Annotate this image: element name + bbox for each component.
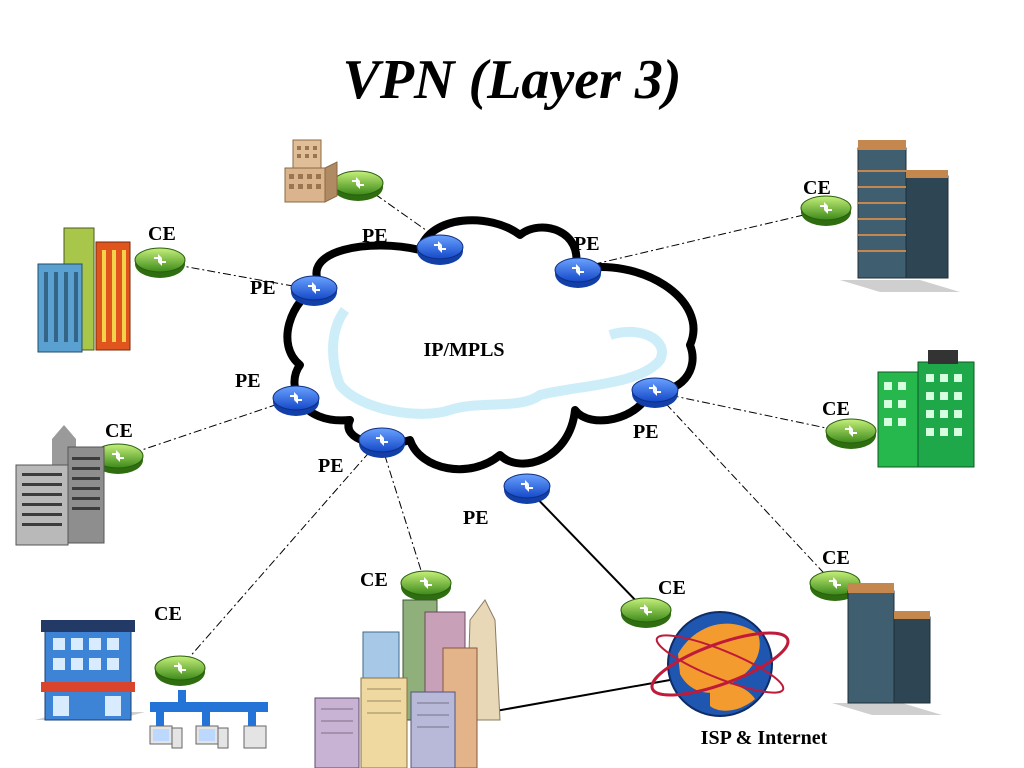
ce-label: CE xyxy=(154,603,182,625)
building-icon xyxy=(37,227,131,353)
building-icon xyxy=(284,139,338,203)
link-pe-right-ce-bottomright xyxy=(654,391,836,586)
ce-router-icon[interactable] xyxy=(332,170,384,201)
ce-router-icon[interactable] xyxy=(154,655,206,686)
pe-label: PE xyxy=(250,277,276,299)
ce-label: CE xyxy=(822,398,850,420)
pe-router-icon[interactable] xyxy=(554,257,602,288)
ce-label: CE xyxy=(822,547,850,569)
building-icon xyxy=(832,583,942,715)
ce-label: CE xyxy=(105,420,133,442)
ce-router-icon[interactable] xyxy=(400,570,452,601)
isp-label: ISP & Internet xyxy=(701,727,828,749)
pe-label: PE xyxy=(362,225,388,247)
pe-router-icon[interactable] xyxy=(631,377,679,408)
computer-icon xyxy=(195,725,229,749)
link-pe-topright-ce-right xyxy=(577,209,826,269)
pe-router-icon[interactable] xyxy=(358,427,406,458)
link-pe-bottom-ce-isp xyxy=(526,487,641,606)
building-icon xyxy=(15,425,105,546)
ce-router-icon[interactable] xyxy=(92,443,144,474)
ce-label: CE xyxy=(360,569,388,591)
city-icon xyxy=(314,599,501,768)
pe-routers xyxy=(272,234,679,504)
ce-routers xyxy=(92,170,877,686)
lan-icon xyxy=(149,690,268,749)
building-icon xyxy=(35,620,145,721)
ce-labels: CE CE CE CE CE CE CE CE xyxy=(105,177,850,625)
link-pe-midleft-ce xyxy=(117,397,297,459)
pe-labels: PE PE PE PE PE PE PE xyxy=(235,225,659,529)
link-pe-left-ce-leftbuilding xyxy=(159,261,316,291)
ce-router-icon[interactable] xyxy=(800,195,852,226)
ce-label: CE xyxy=(658,577,686,599)
pe-router-icon[interactable] xyxy=(416,234,464,265)
printer-icon xyxy=(243,725,267,749)
building-icon xyxy=(877,350,975,468)
ce-router-icon[interactable] xyxy=(620,597,672,628)
link-city-isp xyxy=(489,679,671,713)
pe-label: PE xyxy=(633,421,659,443)
ce-label: CE xyxy=(803,177,831,199)
pe-router-icon[interactable] xyxy=(503,473,551,504)
ce-router-icon[interactable] xyxy=(825,418,877,449)
links xyxy=(117,184,851,669)
computer-icon xyxy=(149,725,183,749)
pe-router-icon[interactable] xyxy=(290,275,338,306)
pe-label: PE xyxy=(463,507,489,529)
cloud-label: IP/MPLS xyxy=(423,339,504,361)
link-pe-right-ce xyxy=(654,391,851,434)
pe-label: PE xyxy=(318,455,344,477)
link-pe-bottomleft-ce-city xyxy=(379,439,426,584)
globe-icon xyxy=(650,611,790,717)
ce-label: CE xyxy=(148,223,176,245)
page-title: VPN (Layer 3) xyxy=(342,49,681,111)
pe-label: PE xyxy=(574,233,600,255)
building-icon xyxy=(840,140,960,292)
link-pe-bottomleft-ce-lan xyxy=(179,439,381,669)
ce-router-icon[interactable] xyxy=(134,247,186,278)
solid-links xyxy=(489,487,671,713)
pe-label: PE xyxy=(235,370,261,392)
pe-router-icon[interactable] xyxy=(272,385,320,416)
